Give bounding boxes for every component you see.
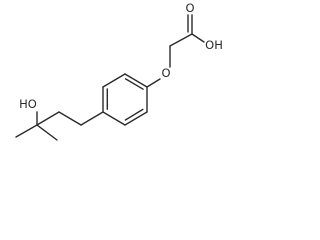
ring-to-ether-oxygen-bond [146,78,161,88]
bonds [15,14,205,141]
methyl-bond [15,124,38,138]
tertiary-hydroxyl-label: HO [19,97,37,111]
carboxyl-to-hydroxyl-bond [191,33,205,43]
ring-to-chain-bond [80,111,104,126]
chain-bond [58,111,82,126]
ether-oxygen-label: O [161,66,170,80]
ring-bond [102,111,126,126]
acid-hydroxyl-label: OH [205,38,223,52]
ring-bond [102,73,126,88]
ring-bond [124,111,148,126]
atom-labels: O OH O HO [19,1,223,111]
ring-bond [124,73,148,88]
carbonyl-oxygen-label: O [185,1,194,15]
chain-bond [36,111,60,126]
chemical-structure: O OH O HO [15,1,223,141]
methyl-bond [36,124,58,141]
ring-double-bond [124,108,144,121]
methylene-to-carboxyl-bond [169,33,193,47]
ring-double-bond [124,78,144,90]
